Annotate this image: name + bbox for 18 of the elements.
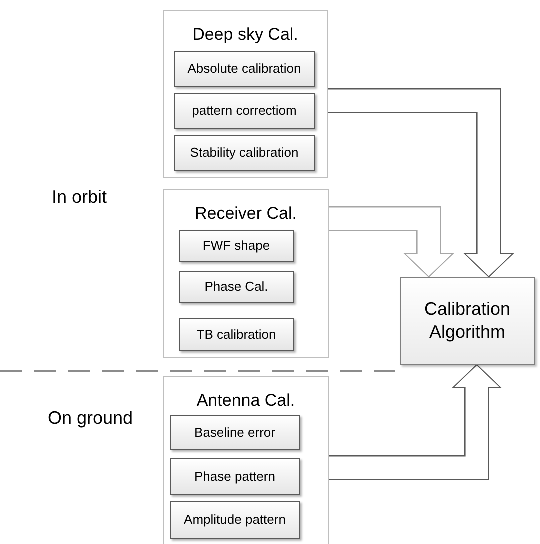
group-panel — [163, 10, 328, 178]
process-box: Phase Cal. — [179, 271, 294, 303]
group-title: Receiver Cal. — [194, 204, 298, 224]
section-label: In orbit — [52, 186, 108, 208]
process-box: Stability calibration — [174, 135, 315, 171]
process-box: Phase pattern — [170, 458, 300, 495]
group-panel — [163, 376, 329, 544]
group-title: Antenna Cal. — [196, 391, 296, 411]
process-box: FWF shape — [179, 230, 294, 262]
process-box: Baseline error — [170, 415, 300, 450]
group-panel — [163, 189, 329, 358]
process-box: Absolute calibration — [174, 51, 315, 87]
section-label: On ground — [48, 407, 134, 429]
group-title: Deep sky Cal. — [192, 25, 300, 45]
process-box: pattern correctiom — [174, 93, 315, 129]
process-box: Amplitude pattern — [170, 501, 300, 539]
process-box: TB calibration — [179, 318, 294, 351]
process-box: Calibration Algorithm — [400, 277, 535, 365]
